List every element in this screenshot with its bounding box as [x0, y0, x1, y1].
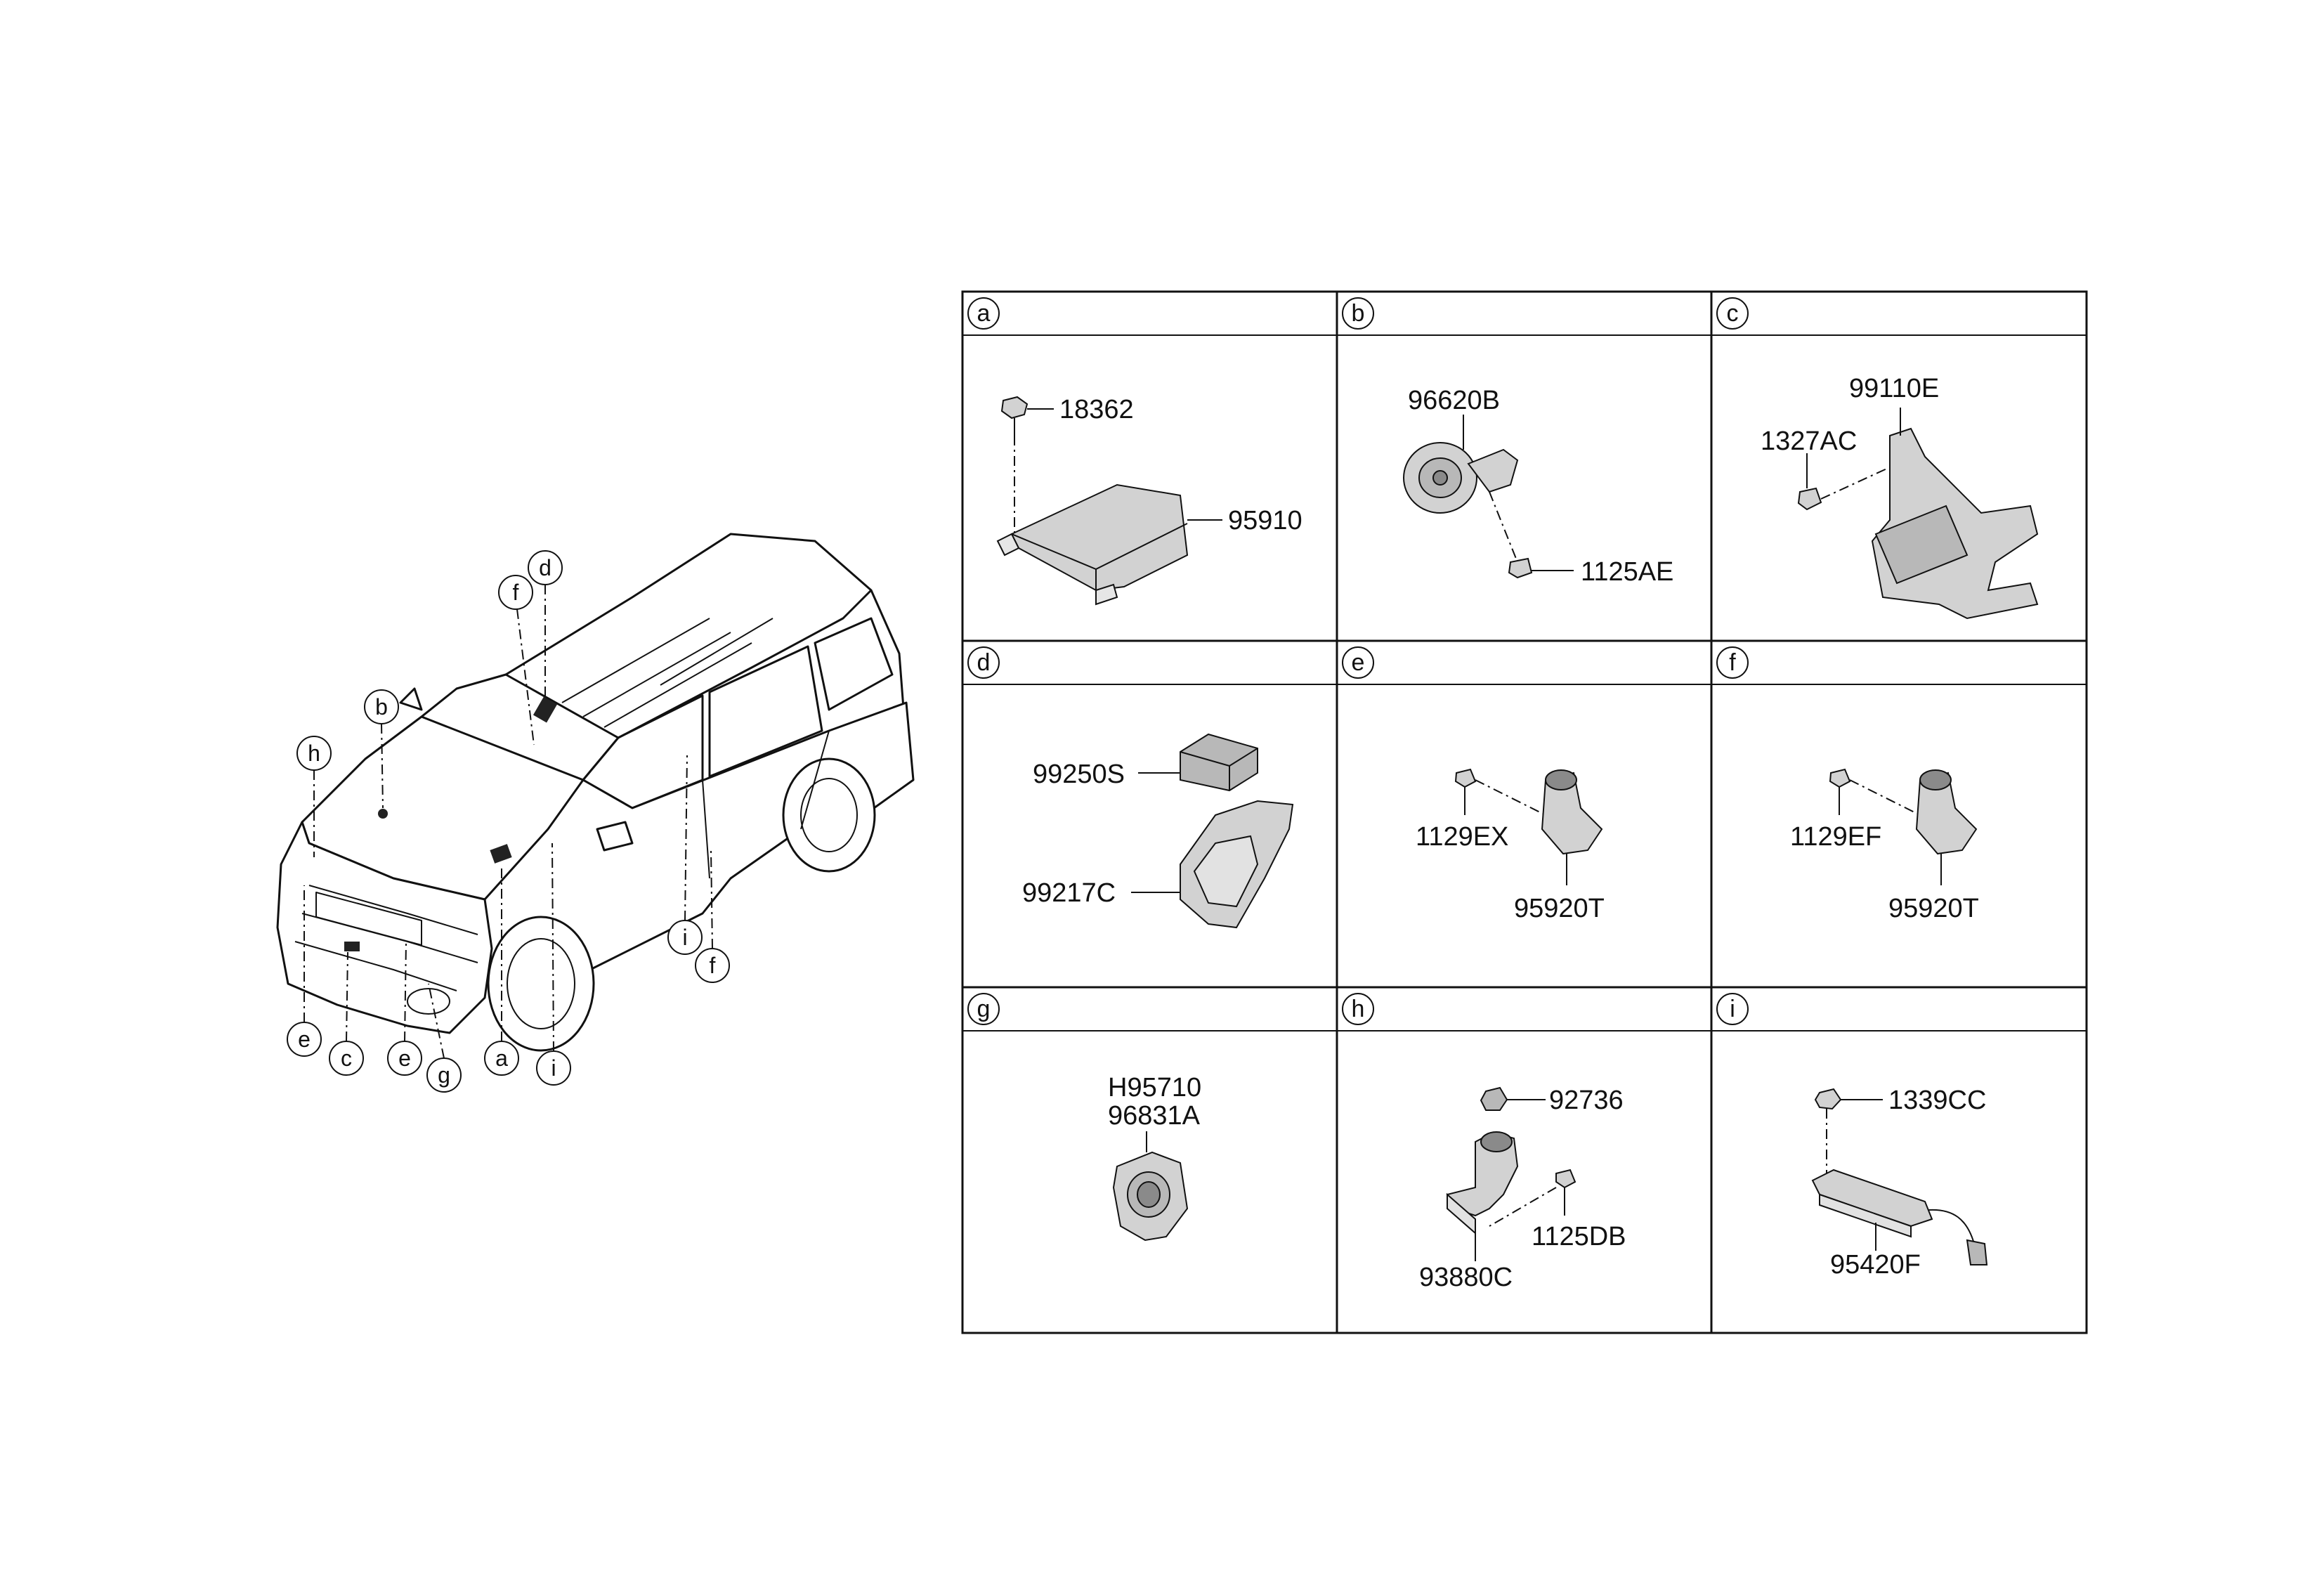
part-96620B: 96620B [1408, 386, 1500, 415]
part-93880C: 93880C [1419, 1263, 1513, 1292]
part-92736: 92736 [1549, 1086, 1624, 1115]
part-95920T: 95920T [1514, 894, 1605, 923]
part-95910: 95910 [1228, 506, 1303, 535]
part-95420F: 95420F [1830, 1250, 1921, 1280]
callout-d: d [539, 555, 551, 580]
cell-headers [967, 297, 1749, 1025]
callout-f-bottom: f [710, 953, 716, 978]
cell-h-illustration [1446, 1086, 1576, 1261]
cell-h-header: h [1352, 996, 1365, 1022]
cell-g-illustration [1112, 1131, 1189, 1242]
part-1129EF: 1129EF [1790, 822, 1881, 852]
cell-a-illustration [996, 396, 1222, 606]
parts-table [961, 290, 2088, 1334]
cell-c-illustration [1797, 408, 2039, 620]
callout-f-top: f [513, 580, 519, 605]
cell-i-illustration [1811, 1088, 1988, 1265]
vehicle-callout-letters: d f b h e c e g a i i f [298, 555, 715, 1088]
part-H95710: H95710 [1108, 1073, 1201, 1102]
part-99217C: 99217C [1022, 878, 1116, 908]
cell-b-illustration [1403, 415, 1574, 579]
part-95920T-f: 95920T [1888, 894, 1979, 923]
cell-f-illustration [1829, 768, 1978, 885]
callout-e-right: e [398, 1046, 411, 1071]
cell-d-illustration [1131, 733, 1294, 929]
cell-e-header: e [1352, 649, 1365, 676]
part-99250S: 99250S [1033, 760, 1125, 789]
vehicle-callouts [287, 550, 730, 1093]
cell-g-header: g [977, 996, 991, 1022]
cell-e-illustration [1454, 768, 1603, 885]
part-1339CC: 1339CC [1888, 1086, 1986, 1115]
cell-d-header: d [977, 649, 991, 676]
callout-a: a [495, 1046, 508, 1071]
part-96831A: 96831A [1108, 1101, 1201, 1131]
part-18362: 18362 [1059, 395, 1134, 424]
cell-i-header: i [1730, 996, 1735, 1022]
callout-i-rear: i [682, 925, 687, 950]
callout-h: h [308, 741, 320, 766]
callout-i-front: i [551, 1055, 556, 1081]
part-99110E: 99110E [1849, 374, 1939, 403]
cell-a-header: a [977, 300, 991, 327]
part-1129EX: 1129EX [1416, 822, 1508, 852]
vehicle-illustration [276, 533, 915, 1052]
cell-f-header: f [1729, 649, 1736, 676]
part-1125AE: 1125AE [1581, 557, 1673, 587]
cell-c-header: c [1727, 300, 1739, 327]
callout-g: g [438, 1062, 450, 1088]
callout-b: b [375, 694, 388, 720]
cell-b-header: b [1352, 300, 1365, 327]
part-1327AC: 1327AC [1761, 427, 1857, 456]
callout-e-left: e [298, 1027, 311, 1052]
callout-c: c [341, 1046, 352, 1071]
part-1125DB: 1125DB [1532, 1222, 1626, 1251]
